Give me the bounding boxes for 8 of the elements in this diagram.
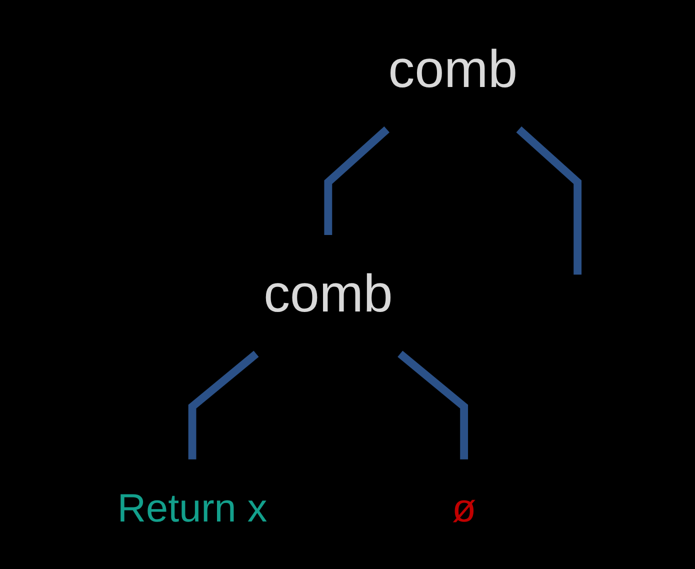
node-label: comb xyxy=(264,264,393,326)
node-label: ø xyxy=(452,486,476,533)
tree-branch-line xyxy=(188,350,259,460)
node-label: Return x xyxy=(117,486,268,533)
tree-branch-line xyxy=(398,350,468,460)
tree-branch-line xyxy=(516,126,582,275)
tree-branch-line xyxy=(324,126,390,235)
node-label: comb xyxy=(388,40,518,102)
